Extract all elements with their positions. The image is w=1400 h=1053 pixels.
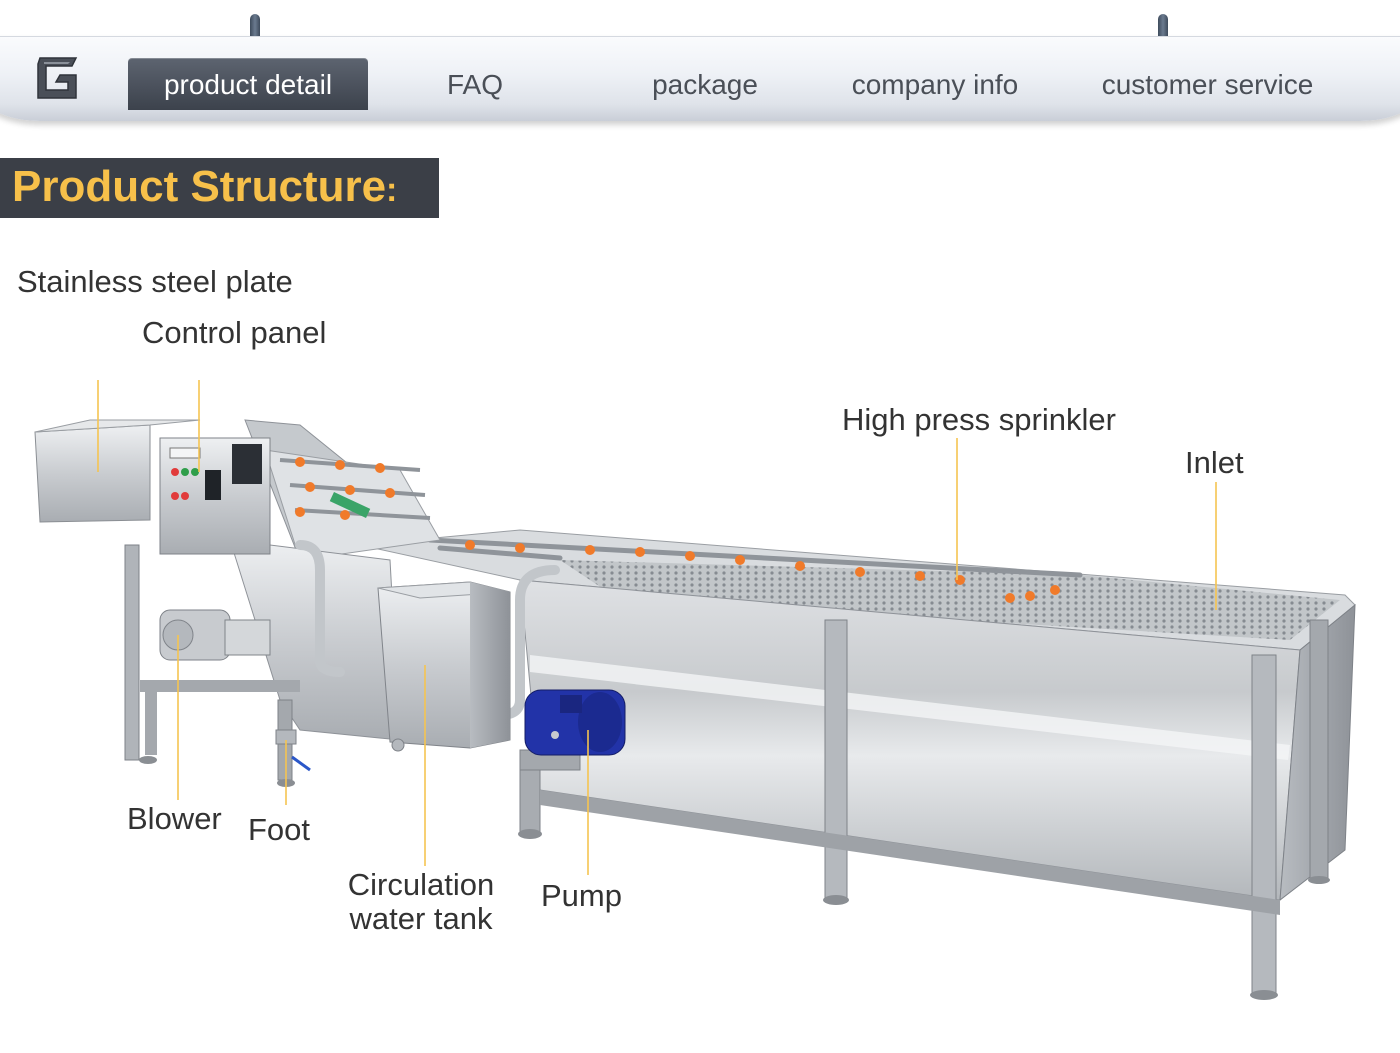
blower-motor bbox=[159, 609, 271, 661]
circulation-water-tank bbox=[377, 581, 511, 749]
sprinkler-nozzles bbox=[465, 540, 1060, 603]
label-inlet: Inlet bbox=[1185, 445, 1244, 480]
tab-faq[interactable]: FAQ bbox=[446, 69, 503, 100]
nav-hanger-right bbox=[1158, 14, 1168, 50]
section-title-colon: : bbox=[386, 171, 398, 209]
g-logo-icon[interactable] bbox=[30, 52, 86, 104]
label-control-panel: Control panel bbox=[142, 315, 327, 350]
tab-customer-service[interactable]: customer service bbox=[1101, 69, 1314, 100]
label-tank-line2: water tank bbox=[349, 901, 493, 936]
leader-lines bbox=[97, 380, 1217, 875]
section-title: Product Structure: bbox=[12, 162, 397, 212]
label-circulation-water-tank: Circulation water tank bbox=[336, 868, 506, 936]
inclined-elevator bbox=[229, 419, 441, 741]
left-frame bbox=[124, 544, 300, 781]
control-panel-box bbox=[159, 437, 271, 555]
stainless-steel-plate-box bbox=[34, 419, 201, 523]
tab-package[interactable]: package bbox=[652, 69, 758, 100]
section-title-text: Product Structure bbox=[12, 162, 387, 211]
top-navigation: product detail FAQ package company info … bbox=[0, 0, 1400, 135]
label-tank-line1: Circulation bbox=[347, 867, 495, 902]
main-tank bbox=[359, 529, 1356, 1000]
sprinkler-bars bbox=[427, 537, 1083, 578]
label-blower: Blower bbox=[127, 801, 222, 836]
washing-machine-illustration bbox=[34, 380, 1356, 1000]
tab-product-detail[interactable]: product detail bbox=[128, 58, 368, 110]
label-foot: Foot bbox=[248, 812, 311, 847]
tab-company-info[interactable]: company info bbox=[851, 69, 1019, 100]
nav-hanger-left bbox=[250, 14, 260, 50]
label-pump: Pump bbox=[541, 878, 622, 913]
section-title-box: Product Structure: bbox=[0, 158, 439, 218]
label-stainless-steel-plate: Stainless steel plate bbox=[17, 264, 293, 299]
drain-valves bbox=[275, 729, 405, 787]
label-high-press-sprinkler: High press sprinkler bbox=[842, 402, 1116, 437]
pump-motor bbox=[519, 689, 626, 771]
